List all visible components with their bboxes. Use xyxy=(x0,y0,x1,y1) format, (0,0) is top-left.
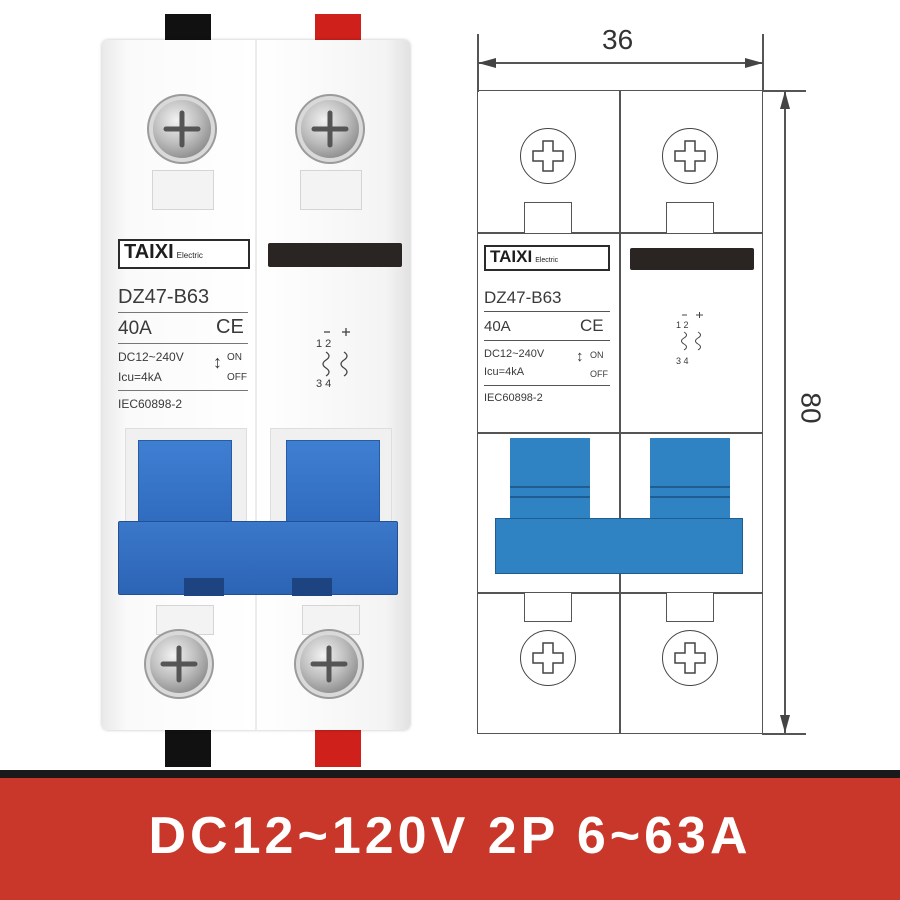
handle-tie-bar[interactable] xyxy=(118,521,398,595)
screw-icon xyxy=(520,630,576,686)
ce-mark: CE xyxy=(216,316,244,338)
model-number: DZ47-B63 xyxy=(118,286,210,308)
height-dimension: 80 xyxy=(795,392,827,424)
screw-icon xyxy=(150,635,208,693)
bottom-terminal-right xyxy=(302,605,360,635)
drawing-bottom-terminal-right xyxy=(666,592,714,622)
blank-label-bar xyxy=(268,243,402,267)
top-terminal-left xyxy=(152,170,214,210)
rated-current: 40A xyxy=(118,318,152,339)
breaker-body xyxy=(102,40,410,730)
top-terminal-right xyxy=(300,170,362,210)
drawing-handle-groove2-right xyxy=(650,496,730,498)
width-dimension: 36 xyxy=(602,24,634,55)
brand-logo: TAIXI Electric xyxy=(118,239,250,269)
drawing-on-label: ON xyxy=(590,350,604,360)
drawing-off-label: OFF xyxy=(590,369,608,379)
width-dim-line xyxy=(477,62,763,64)
drawing-center-line xyxy=(619,90,621,734)
drawing-handle-bottom-line xyxy=(477,592,763,594)
screw-icon xyxy=(520,128,576,184)
bottom-terminal-left xyxy=(156,605,214,635)
drawing-model-underline xyxy=(484,311,610,312)
drawing-top-terminal-left xyxy=(524,202,572,234)
drawing-circuit-symbol-icon xyxy=(681,312,703,351)
drawing-handle-right xyxy=(650,438,730,520)
drawing-handle-top-line xyxy=(477,432,763,434)
screw-icon xyxy=(300,635,358,693)
drawing-handle-tie-bar xyxy=(495,518,743,574)
drawing-bottom-terminal-left xyxy=(524,592,572,622)
height-dim-line xyxy=(784,90,786,734)
arrow-updown-icon: ↕ xyxy=(213,352,222,372)
drawing-blank-label-bar xyxy=(630,248,754,270)
on-label: ON xyxy=(227,352,242,363)
drawing-standard-number: IEC60898-2 xyxy=(484,392,543,404)
drawing-rating-underline xyxy=(484,385,610,386)
voltage-rating: DC12~240V xyxy=(118,350,184,364)
arrow-up-icon xyxy=(780,91,790,109)
arrow-right-icon xyxy=(745,58,763,68)
drawing-voltage-rating: DC12~240V xyxy=(484,348,545,360)
current-underline xyxy=(118,343,248,344)
terminal-bottom-numbers: 3 4 xyxy=(316,378,332,390)
arrow-left-icon xyxy=(478,58,496,68)
drawing-ce-mark: CE xyxy=(580,316,604,335)
screw-icon xyxy=(662,630,718,686)
drawing-top-section-line xyxy=(477,232,763,234)
spec-banner: DC12~120V 2P 6~63A xyxy=(0,770,900,900)
drawing-terminal-top-numbers: 1 2 xyxy=(676,320,689,330)
drawing-rated-current: 40A xyxy=(484,318,511,335)
drawing-top-terminal-right xyxy=(666,202,714,234)
spec-banner-text: DC12~120V 2P 6~63A xyxy=(148,807,752,865)
drawing-handle-left xyxy=(510,438,590,520)
model-underline xyxy=(118,312,248,313)
circuit-symbol-icon xyxy=(322,328,350,377)
screw-icon xyxy=(301,100,359,158)
drawing-breaking-capacity: Icu=4kA xyxy=(484,366,525,378)
drawing-model-number: DZ47-B63 xyxy=(484,288,562,307)
handle-slot-left xyxy=(184,578,224,596)
drawing-terminal-bottom-numbers: 3 4 xyxy=(676,356,689,366)
drawing-handle-groove-left xyxy=(510,486,590,488)
breaking-capacity: Icu=4kA xyxy=(118,370,162,384)
drawing-handle-groove-right xyxy=(650,486,730,488)
standard-number: IEC60898-2 xyxy=(118,397,183,411)
screw-icon xyxy=(153,100,211,158)
rating-underline xyxy=(118,390,248,391)
drawing-brand-name: TAIXI xyxy=(490,247,533,266)
screw-icon xyxy=(662,128,718,184)
drawing-current-underline xyxy=(484,340,610,341)
pole-divider xyxy=(255,40,257,730)
handle-slot-right xyxy=(292,578,332,596)
drawing-handle-groove2-left xyxy=(510,496,590,498)
arrow-down-icon xyxy=(780,715,790,733)
off-label: OFF xyxy=(227,372,247,383)
toggle-handle-right[interactable] xyxy=(286,440,380,526)
terminal-top-numbers: 1 2 xyxy=(316,338,332,350)
brand-sub: Electric xyxy=(176,251,203,260)
drawing-arrow-updown-icon: ↕ xyxy=(576,348,584,365)
brand-name: TAIXI xyxy=(124,241,174,263)
drawing-brand-logo: TAIXI Electric xyxy=(484,245,610,271)
toggle-handle-left[interactable] xyxy=(138,440,232,526)
drawing-brand-sub: Electric xyxy=(535,257,559,264)
